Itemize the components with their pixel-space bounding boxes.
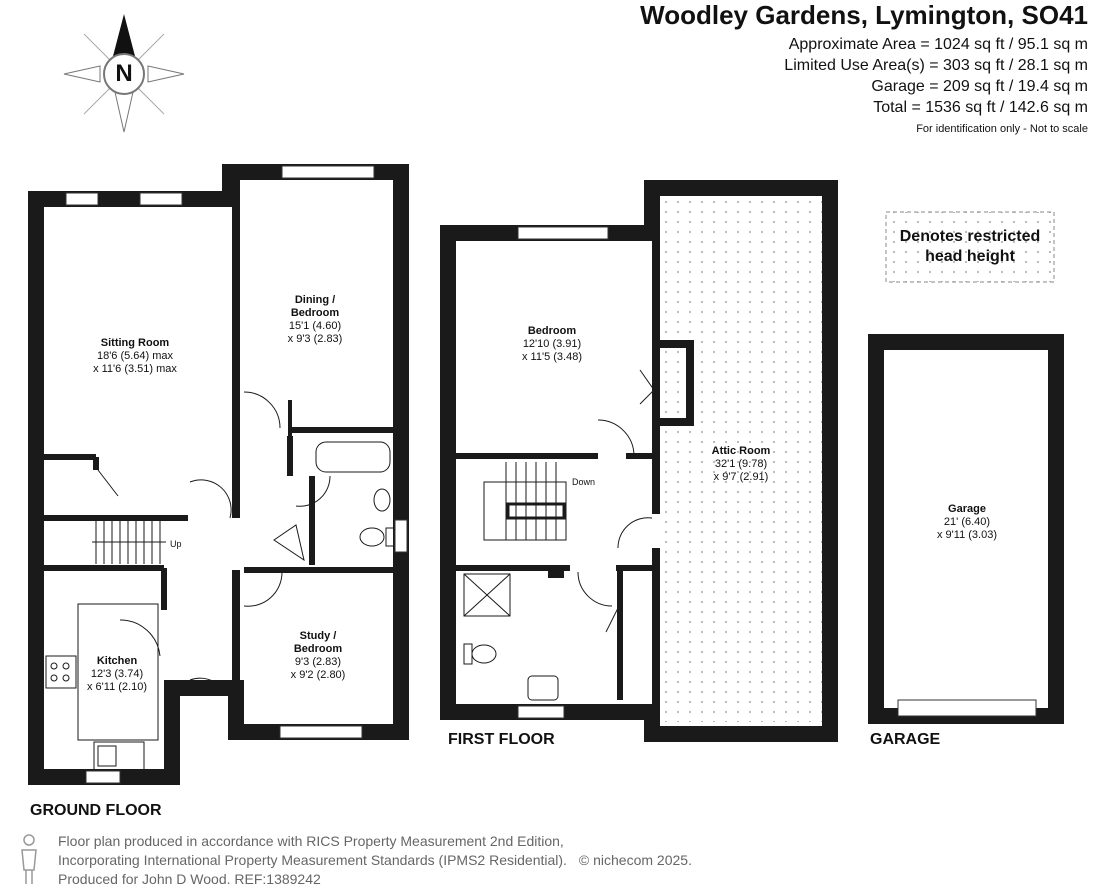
stairs-down-label: Down bbox=[572, 477, 596, 487]
room-name: Attic Room bbox=[711, 445, 771, 457]
scale-note: For identification only - Not to scale bbox=[916, 123, 1088, 135]
legend-line-1: Denotes restricted bbox=[899, 228, 1041, 245]
page-title: Woodley Gardens, Lymington, SO41 bbox=[640, 0, 1088, 30]
area-garage: Garage = 209 sq ft / 19.4 sq m bbox=[871, 78, 1088, 95]
person-icon bbox=[21, 834, 37, 884]
footer-line-3: Produced for John D Wood. REF:1389242 bbox=[58, 871, 321, 887]
room-dim: 15'1 (4.60) bbox=[288, 320, 342, 332]
room-dim: x 9'11 (3.03) bbox=[937, 529, 997, 541]
stairs-up-label: Up bbox=[170, 539, 182, 549]
room-name: Study / bbox=[299, 630, 337, 642]
compass-icon bbox=[63, 14, 185, 133]
area-limited: Limited Use Area(s) = 303 sq ft / 28.1 s… bbox=[784, 57, 1088, 74]
room-name: Dining / bbox=[294, 294, 336, 306]
room-dim: 18'6 (5.64) max bbox=[96, 350, 174, 362]
room-dim: 21' (6.40) bbox=[943, 516, 991, 528]
room-sitting: Sitting Room 18'6 (5.64) max x 11'6 (3.5… bbox=[80, 337, 190, 376]
room-dim: 32'1 (9.78) bbox=[714, 458, 768, 470]
first-floor-label: FIRST FLOOR bbox=[448, 731, 555, 748]
area-approx: Approximate Area = 1024 sq ft / 95.1 sq … bbox=[788, 36, 1088, 53]
attic-restricted-area bbox=[660, 188, 822, 722]
compass-north-letter: N bbox=[115, 60, 133, 87]
footer-line-2: Incorporating International Property Mea… bbox=[58, 852, 567, 868]
area-total: Total = 1536 sq ft / 142.6 sq m bbox=[873, 99, 1088, 116]
garage-floor-label: GARAGE bbox=[870, 731, 941, 748]
room-garage: Garage 21' (6.40) x 9'11 (3.03) bbox=[912, 503, 1022, 542]
ground-floor-plan bbox=[28, 164, 409, 785]
nichecom-logo: © nichecom 2025. bbox=[578, 852, 692, 868]
footer: Floor plan produced in accordance with R… bbox=[58, 832, 692, 889]
room-dim: x 11'5 (3.48) bbox=[522, 351, 582, 363]
restricted-height-legend-swatch bbox=[885, 211, 1055, 283]
room-name: Bedroom bbox=[527, 325, 577, 337]
room-name: Garage bbox=[948, 503, 986, 515]
room-name: Bedroom bbox=[293, 643, 343, 655]
room-attic: Attic Room 32'1 (9.78) x 9'7 (2.91) bbox=[686, 445, 796, 484]
room-dim: 12'10 (3.91) bbox=[522, 338, 582, 350]
room-dim: x 9'7 (2.91) bbox=[713, 471, 769, 483]
first-floor-plan bbox=[440, 180, 838, 742]
room-dim: x 9'2 (2.80) bbox=[290, 669, 346, 681]
room-kitchen: Kitchen 12'3 (3.74) x 6'11 (2.10) bbox=[72, 655, 162, 694]
legend-line-2: head height bbox=[925, 248, 1015, 265]
room-bedroom: Bedroom 12'10 (3.91) x 11'5 (3.48) bbox=[497, 325, 607, 364]
room-dim: x 9'3 (2.83) bbox=[287, 333, 343, 345]
room-name: Kitchen bbox=[96, 655, 138, 667]
room-dim: 9'3 (2.83) bbox=[294, 656, 342, 668]
room-study: Study / Bedroom 9'3 (2.83) x 9'2 (2.80) bbox=[263, 630, 373, 682]
room-dim: x 11'6 (3.51) max bbox=[93, 363, 177, 375]
room-dining: Dining / Bedroom 15'1 (4.60) x 9'3 (2.83… bbox=[260, 294, 370, 346]
garage-plan bbox=[868, 334, 1064, 724]
ground-floor-label: GROUND FLOOR bbox=[30, 802, 162, 819]
room-dim: x 6'11 (2.10) bbox=[87, 681, 147, 693]
room-dim: 12'3 (3.74) bbox=[90, 668, 144, 680]
legend-text: Denotes restricted head height bbox=[886, 227, 1054, 267]
room-name: Sitting Room bbox=[100, 337, 170, 349]
footer-line-1: Floor plan produced in accordance with R… bbox=[58, 833, 564, 849]
room-name: Bedroom bbox=[290, 307, 340, 319]
